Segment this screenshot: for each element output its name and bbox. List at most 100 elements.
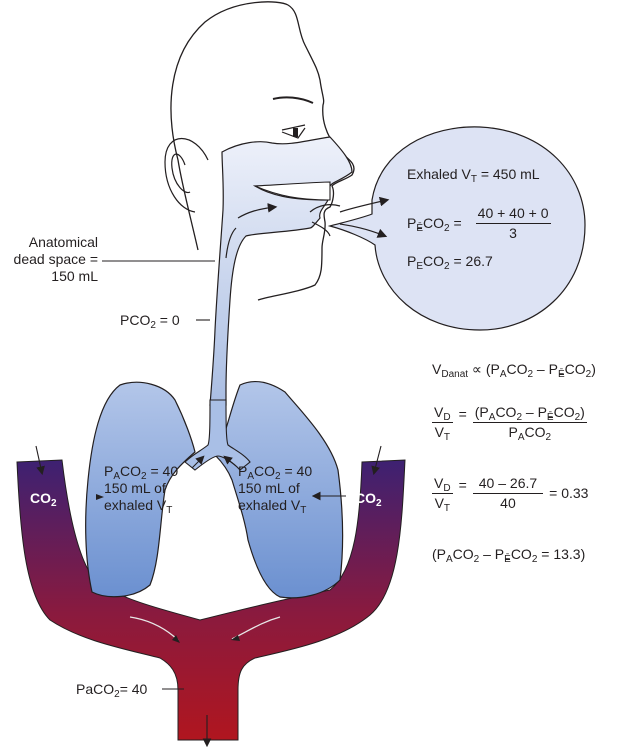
equation-proportional: VDanat ∝ (PACO2 – PĒCO2) [432, 361, 596, 380]
sub-danat: Danat [441, 369, 469, 380]
co: CO [423, 253, 445, 269]
co: CO [120, 463, 142, 479]
vd-vt-fraction-2: VD VT [432, 475, 453, 514]
paco2-label: PaCO2= 40 [76, 681, 148, 700]
exhaled-v: exhaled V [104, 497, 167, 513]
left-lung-paco2: PACO2 = 40 [104, 463, 179, 482]
sub-2: 2 [585, 369, 592, 380]
pulmonary-vessel [16, 459, 406, 741]
sub-t: T [470, 174, 477, 185]
co: CO [495, 404, 517, 420]
v: V [434, 495, 444, 511]
open-p: (P [474, 404, 489, 420]
co: CO [30, 490, 51, 506]
sub-a: A [517, 432, 525, 443]
value: = 40 [119, 681, 148, 697]
numerator: 40 + 40 + 0 [475, 205, 551, 224]
minus-p: – P [533, 361, 558, 377]
left-lung [85, 381, 196, 598]
exhale-arrow-upper [339, 196, 390, 213]
mixed-expired-fraction: 40 + 40 + 0 3 [475, 205, 551, 242]
left-lung-volume: 150 mL of [104, 480, 166, 496]
v: V [434, 424, 444, 440]
minus-p: – P [522, 404, 547, 420]
co: CO [524, 424, 546, 440]
blood-flow-arrowhead-right [231, 635, 240, 641]
sub-a: A [446, 554, 453, 565]
gradient-denominator: PACO2 [509, 423, 552, 443]
numeric-numerator: 40 – 26.7 [472, 475, 544, 494]
sub-t: T [443, 503, 451, 514]
p: P [238, 463, 248, 479]
pupil [293, 128, 298, 137]
right-lung-label: PACO2 = 40 150 mL of exhaled VT [238, 463, 313, 516]
vd-vt-result: = 0.33 [549, 485, 589, 501]
right-lung [214, 380, 344, 599]
pe-co2: PĒCO2 = [407, 215, 462, 234]
exhale-arrow-lower [339, 223, 388, 238]
mouth-opening [254, 181, 331, 201]
right-lung-volume: 150 mL of [238, 480, 300, 496]
equals: = [458, 477, 467, 493]
co: CO [355, 490, 376, 506]
v: V [432, 361, 442, 377]
co: CO [254, 463, 276, 479]
value: = 13.3) [537, 546, 586, 562]
airflow-arrow-trachea [225, 227, 237, 259]
vd: VD [432, 475, 453, 494]
equation-vd-vt-value: VD VT = 40 – 26.7 40 = 0.33 [432, 475, 589, 514]
exhaled-vt-label: Exhaled VT = 450 mL [407, 166, 540, 185]
p: P [104, 463, 114, 479]
sub-e: E [416, 261, 424, 272]
exhaled-v: exhaled V [238, 497, 301, 513]
denominator: 3 [509, 225, 517, 241]
vt: VT [434, 423, 451, 443]
close: ) [580, 404, 585, 420]
sub-d: D [443, 412, 451, 423]
sub-a: A [113, 471, 121, 482]
pe-co2-result: PECO2 = 26.7 [407, 253, 493, 272]
v: V [434, 404, 444, 420]
numeric-denominator: 40 [500, 495, 516, 511]
gradient-numerator: (PACO2 – PĒCO2) [472, 404, 587, 423]
head-outline [165, 2, 307, 162]
sub-2: 2 [376, 498, 382, 509]
airway-fill [209, 136, 353, 406]
bronchus-arrow-right [223, 455, 237, 467]
sub-t: T [300, 505, 307, 516]
v: V [434, 475, 444, 491]
pco2-text: PCO [120, 312, 151, 328]
value: = 26.7 [449, 253, 493, 269]
neck-line [116, 225, 134, 299]
sub-2: 2 [444, 223, 450, 234]
head-profile [170, 1, 355, 301]
pco2-airway-label: PCO2 = 0 [120, 312, 180, 331]
value: = 40 [146, 463, 179, 479]
value: = 40 [280, 463, 313, 479]
dead-space-line-3: 150 mL [51, 268, 98, 284]
bronchi [184, 399, 251, 471]
sub-t: T [443, 432, 451, 443]
dead-space-label: Anatomical dead space = 150 mL [0, 234, 98, 285]
co: CO [506, 361, 528, 377]
equation-vd-vt-ratio: VD VT = (PACO2 – PĒCO2) PACO2 [432, 404, 587, 443]
pco2-value: = 0 [155, 312, 180, 328]
open-p: (P [432, 546, 446, 562]
vd-vt-fraction: VD VT [432, 404, 453, 443]
exhaled-v: Exhaled V [407, 166, 471, 182]
p: P [407, 215, 417, 231]
sub-2: 2 [531, 554, 538, 565]
gradient-fraction: (PACO2 – PĒCO2) PACO2 [472, 404, 587, 443]
vt: VT [434, 494, 451, 514]
sub-2: 2 [527, 369, 534, 380]
co2-arrow-left [35, 445, 45, 476]
co: CO [510, 546, 532, 562]
eyebrow [272, 96, 314, 104]
sub-2: 2 [51, 498, 57, 509]
equals: = [458, 406, 467, 422]
blood-flow-arrowhead-left [172, 635, 180, 643]
co2-arrow-right [371, 445, 382, 476]
equation-gradient: (PACO2 – PĒCO2 = 13.3) [432, 546, 586, 565]
bronchus-arrow-left [191, 455, 205, 469]
